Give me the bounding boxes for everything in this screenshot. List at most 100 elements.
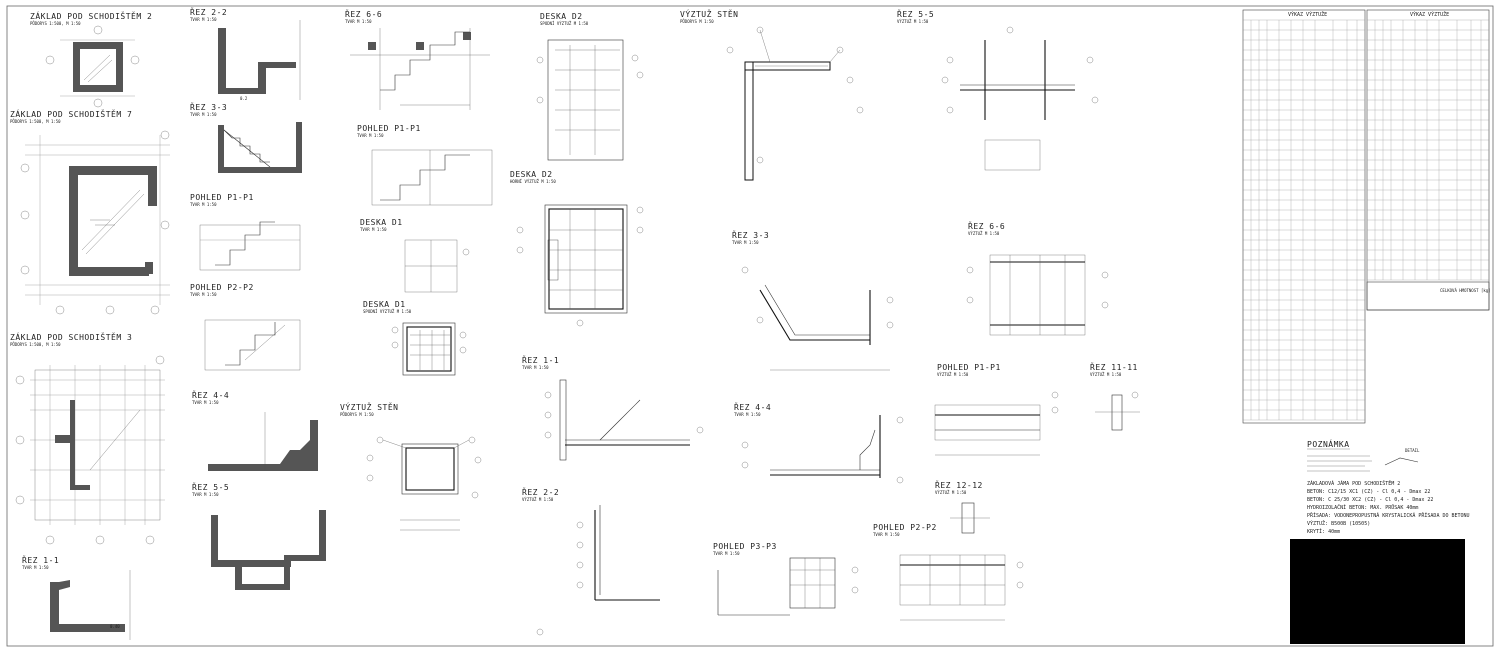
section-subtitle: TVAR M 1:50: [190, 292, 217, 297]
section-title: DESKA D1: [360, 218, 403, 227]
section-subtitle: PŮDORYS M 1:50: [340, 412, 374, 417]
section-title: ŘEZ 2-2: [522, 486, 559, 497]
section-subtitle: TVAR M 1:50: [22, 565, 49, 570]
section-subtitle: VÝZTUŽ M 1:50: [522, 497, 554, 502]
note-line: KRYTÍ: 40mm: [1307, 527, 1340, 535]
section-title: ŘEZ 5-5: [192, 481, 229, 492]
schedule-header-right: VÝKAZ VÝZTUŽE: [1410, 10, 1449, 18]
notes-block: POZNÁMKA DETAIL ZÁKLADOVÁ JÁMA POD SCHOD…: [1307, 438, 1470, 535]
section-title: ŘEZ 4-4: [734, 401, 771, 412]
section-rez-2-2-b: ŘEZ 2-2 VÝZTUŽ M 1:50: [522, 486, 660, 636]
section-title: ŘEZ 1-1: [22, 554, 59, 565]
section-title: POHLED P1-P1: [190, 193, 254, 202]
section-rez-5-5: ŘEZ 5-5 TVAR M 1:50: [192, 481, 326, 590]
section-title: POHLED P1-P1: [937, 363, 1001, 372]
note-line: HYDROIZOLAČNÍ BETON: MAX. PRŮSAK 40mm: [1307, 503, 1418, 511]
section-title: ŘEZ 6-6: [968, 220, 1005, 231]
plan-subtitle: PŮDORYS 1:500, M 1:50: [10, 119, 61, 124]
section-title: POHLED P3-P3: [713, 542, 777, 551]
section-pohled-p1-p1-b: POHLED P1-P1 TVAR M 1:50: [357, 124, 493, 206]
schedule-rows-left: [1243, 19, 1365, 421]
plan-zaklad-3: ZÁKLAD POD SCHODIŠTĚM 3 PŮDORYS 1:500, M…: [10, 331, 165, 545]
section-subtitle: VÝZTUŽ M 1:50: [968, 231, 1000, 236]
detail-label: DETAIL: [1405, 448, 1420, 453]
plan-zaklad-7: ZÁKLAD POD SCHODIŠTĚM 7 PŮDORYS 1:500, M…: [10, 108, 170, 315]
note-line: VÝZTUŽ: B500B (10505): [1307, 519, 1370, 527]
section-subtitle: TVAR M 1:50: [522, 365, 549, 370]
section-subtitle: PŮDORYS M 1:50: [680, 19, 714, 24]
section-rez-2-2: ŘEZ 2-2 TVAR M 1:50 0.2: [190, 6, 301, 101]
section-subtitle: TVAR M 1:50: [192, 492, 219, 497]
plan-title: ZÁKLAD POD SCHODIŠTĚM 2: [30, 10, 152, 21]
section-rez-6-6-b: ŘEZ 6-6 VÝZTUŽ M 1:50: [966, 220, 1109, 336]
section-deska-d1-v: DESKA D1 SPODNÍ VÝZTUŽ M 1:50: [363, 300, 467, 376]
title-block: [1290, 539, 1465, 644]
section-title: POHLED P2-P2: [190, 283, 254, 292]
section-subtitle: TVAR M 1:50: [345, 19, 372, 24]
section-title: ŘEZ 11-11: [1090, 361, 1138, 372]
note-line: PŘÍSADA: VODONEPROPUSTNÁ KRYSTALICKÁ PŘÍ…: [1307, 511, 1470, 519]
svg-text:0.2: 0.2: [240, 96, 248, 101]
sheet-border: [6, 5, 1494, 647]
note-line: ZÁKLADOVÁ JÁMA POD SCHODIŠTĚM 2: [1307, 479, 1400, 487]
section-title: ŘEZ 5-5: [897, 8, 934, 19]
section-pohled-p2-p2-a: POHLED P2-P2 TVAR M 1:50: [190, 283, 301, 371]
section-rez-1-1-b: ŘEZ 1-1 TVAR M 1:50: [522, 354, 704, 461]
section-title: ŘEZ 3-3: [732, 229, 769, 240]
section-subtitle: SPODNÍ VÝZTUŽ M 1:50: [363, 309, 412, 314]
section-title: ŘEZ 3-3: [190, 101, 227, 112]
plan-zaklad-2: ZÁKLAD POD SCHODIŠTĚM 2 PŮDORYS 1:500, M…: [30, 10, 152, 108]
section-title: POHLED P2-P2: [873, 523, 937, 532]
section-subtitle: TVAR M 1:50: [190, 112, 217, 117]
section-subtitle: VÝZTUŽ M 1:50: [937, 372, 969, 377]
section-rez-11-11: ŘEZ 11-11 VÝZTUŽ M 1:50: [1090, 361, 1140, 431]
section-rez-3-3-b: ŘEZ 3-3 TVAR M 1:50: [732, 229, 894, 371]
section-title: DESKA D2: [510, 170, 553, 179]
section-subtitle: TVAR M 1:50: [190, 202, 217, 207]
section-deska-d2-a: DESKA D2 SPODNÍ VÝZTUŽ M 1:50: [536, 12, 644, 161]
notes-heading: POZNÁMKA: [1307, 438, 1350, 449]
section-subtitle: TVAR M 1:50: [732, 240, 759, 245]
section-title: POHLED P1-P1: [357, 124, 421, 133]
section-title: VÝZTUŽ STĚN: [340, 401, 398, 412]
schedule-rows-right: [1367, 19, 1489, 281]
section-title: ŘEZ 1-1: [522, 354, 559, 365]
section-title: DESKA D2: [540, 12, 583, 21]
section-vyztuz-sten-a: VÝZTUŽ STĚN PŮDORYS M 1:50: [340, 401, 482, 531]
section-pohled-p1-p1-a: POHLED P1-P1 TVAR M 1:50: [190, 193, 301, 271]
section-rez-6-6-a: ŘEZ 6-6 TVAR M 1:50: [345, 8, 490, 110]
schedule-footer-label: CELKOVÁ HMOTNOST [kg]: [1440, 288, 1491, 293]
section-title: ŘEZ 12-12: [935, 479, 983, 490]
section-subtitle: VÝZTUŽ M 1:50: [897, 19, 929, 24]
section-title: VÝZTUŽ STĚN: [680, 8, 738, 19]
section-title: DESKA D1: [363, 300, 406, 309]
section-rez-1-1-a: ŘEZ 1-1 TVAR M 1:50 0.40: [22, 554, 131, 640]
section-deska-d2-b: DESKA D2 HORNÍ VÝZTUŽ M 1:50: [510, 170, 644, 327]
section-rez-5-5-b: ŘEZ 5-5 VÝZTUŽ M 1:50: [897, 8, 1099, 171]
section-subtitle: TVAR M 1:50: [734, 412, 761, 417]
section-rez-4-4-a: ŘEZ 4-4 TVAR M 1:50: [192, 389, 318, 471]
section-subtitle: VÝZTUŽ M 1:50: [935, 490, 967, 495]
svg-text:0.40: 0.40: [110, 624, 120, 629]
section-subtitle: TVAR M 1:50: [360, 227, 387, 232]
section-rez-4-4-b: ŘEZ 4-4 TVAR M 1:50: [734, 401, 904, 484]
section-pohled-p1-p1-c: POHLED P1-P1 VÝZTUŽ M 1:50: [934, 363, 1059, 456]
section-pohled-p2-p2-b: POHLED P2-P2 TVAR M 1:50: [873, 523, 1024, 621]
plan-subtitle: PŮDORYS 1:500, M 1:50: [10, 342, 61, 347]
section-subtitle: TVAR M 1:50: [357, 133, 384, 138]
section-deska-d1: DESKA D1 TVAR M 1:50: [360, 218, 470, 293]
section-subtitle: HORNÍ VÝZTUŽ M 1:50: [510, 179, 556, 184]
section-subtitle: TVAR M 1:50: [873, 532, 900, 537]
plan-title: ZÁKLAD POD SCHODIŠTĚM 3: [10, 331, 132, 342]
section-title: ŘEZ 2-2: [190, 6, 227, 17]
section-subtitle: TVAR M 1:50: [190, 17, 217, 22]
section-pohled-p3-p3: POHLED P3-P3 TVAR M 1:50: [713, 542, 859, 616]
section-vyztuz-sten-b: VÝZTUŽ STĚN PŮDORYS M 1:50: [680, 8, 864, 181]
section-subtitle: TVAR M 1:50: [713, 551, 740, 556]
plan-title: ZÁKLAD POD SCHODIŠTĚM 7: [10, 108, 132, 119]
section-title: ŘEZ 6-6: [345, 8, 382, 19]
note-line: BETON: C12/15 XC1 (CZ) - Cl 0,4 - Dmax 2…: [1307, 489, 1430, 495]
section-subtitle: SPODNÍ VÝZTUŽ M 1:50: [540, 21, 589, 26]
section-title: ŘEZ 4-4: [192, 389, 229, 400]
